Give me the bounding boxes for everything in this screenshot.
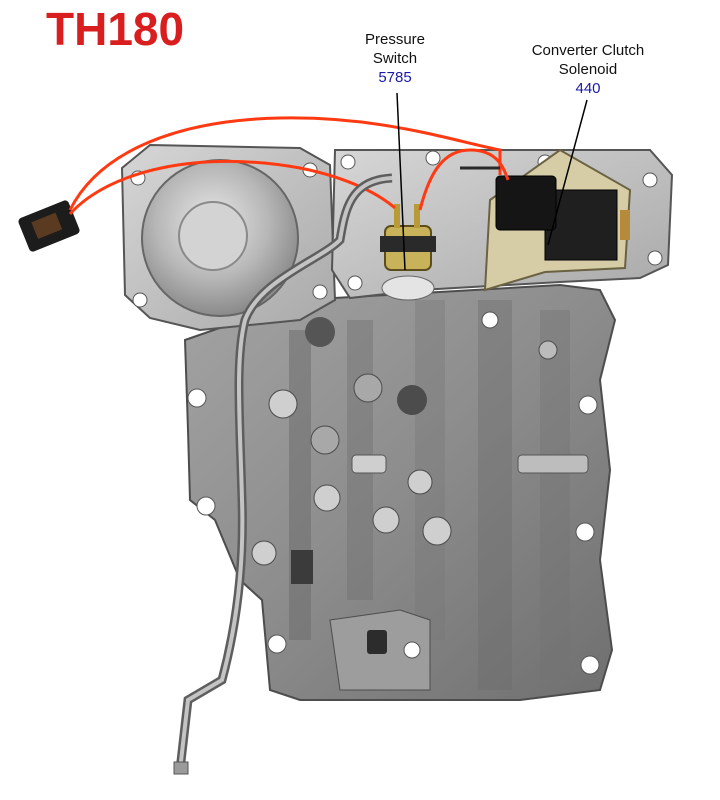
- pressure-switch: [380, 204, 436, 301]
- pressure-switch-part-number: 5785: [378, 69, 412, 86]
- valve-body-casting: [183, 283, 617, 701]
- pressure-switch-name-line1: Pressure: [364, 31, 426, 48]
- converter-clutch-solenoid-label: Converter Clutch Solenoid 440: [515, 41, 661, 98]
- pressure-switch-leader-line: [396, 92, 406, 271]
- pressure-switch-name-line2: Switch: [372, 50, 418, 67]
- solenoid-leader-line: [547, 99, 588, 246]
- solenoid-part-number: 440: [575, 80, 601, 97]
- pressure-switch-label: Pressure Switch 5785: [352, 30, 438, 87]
- metal-tube: [173, 173, 393, 775]
- solenoid-name-line2: Solenoid: [558, 61, 618, 78]
- wire-connector: [18, 200, 80, 252]
- converter-clutch-solenoid: [483, 148, 632, 292]
- solenoid-name-line1: Converter Clutch: [531, 42, 645, 59]
- orange-wires: [68, 116, 510, 216]
- accumulator-cover-plate: [120, 143, 337, 332]
- page-title: TH180: [46, 3, 185, 55]
